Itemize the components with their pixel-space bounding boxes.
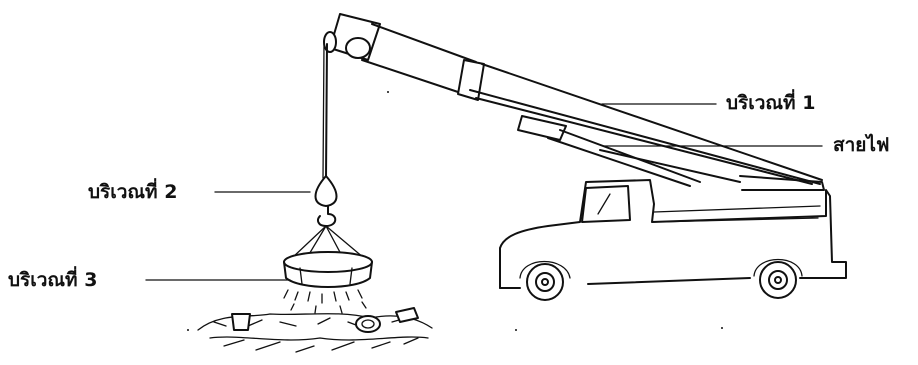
label-region-2-text: บริเวณที่ 2 (88, 178, 177, 203)
label-power-line-text: สายไฟ (833, 133, 889, 156)
label-power-line: สายไฟ (604, 133, 889, 156)
label-region-3-text: บริเวณที่ 3 (8, 266, 97, 291)
label-region-1-text: บริเวณที่ 1 (726, 89, 815, 114)
crane-hook-assembly (284, 44, 372, 287)
scrap-pile (198, 290, 432, 352)
truck (500, 180, 846, 300)
ink-specks (187, 91, 723, 331)
label-region-3: บริเวณที่ 3 (8, 266, 290, 291)
label-region-2: บริเวณที่ 2 (88, 178, 310, 203)
label-region-1: บริเวณที่ 1 (602, 89, 815, 114)
